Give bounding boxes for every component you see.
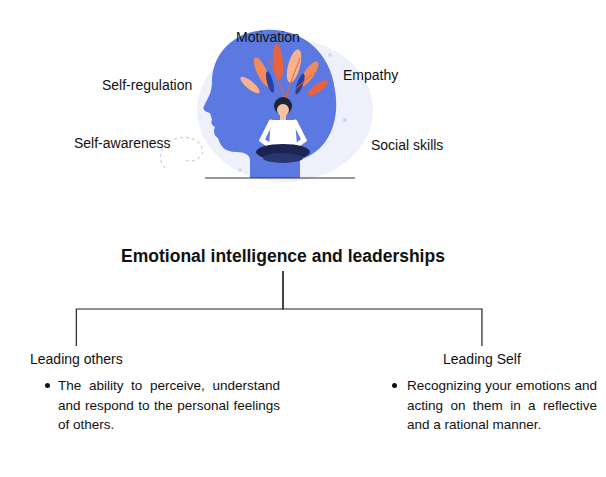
tree-connector — [76, 271, 283, 346]
root-title: Emotional intelligence and leaderships — [121, 241, 445, 267]
tree-title: Emotional intelligence and leaderships — [121, 245, 445, 267]
leaves — [238, 44, 330, 99]
bullet-text: Recognizing your emotions and acting on … — [383, 376, 597, 435]
bullet-text: The ability to perceive, understand and … — [30, 376, 280, 435]
tree-connector — [283, 271, 482, 346]
trait-label: Motivation — [236, 29, 300, 45]
trait-label: Self-awareness — [74, 135, 171, 151]
meditating-woman — [256, 97, 310, 163]
branch-group: Leading SelfRecognizing your emotions an… — [383, 346, 597, 435]
branch-heading: Leading others — [30, 350, 280, 368]
trait-label: Self-regulation — [102, 77, 192, 93]
head-profile — [203, 30, 336, 178]
ground-line — [205, 178, 355, 179]
branch-heading: Leading Self — [443, 350, 597, 368]
trait-label: Empathy — [343, 67, 398, 83]
branch-group: Leading othersThe ability to perceive, u… — [30, 346, 280, 435]
trait-label: Social skills — [371, 137, 443, 153]
